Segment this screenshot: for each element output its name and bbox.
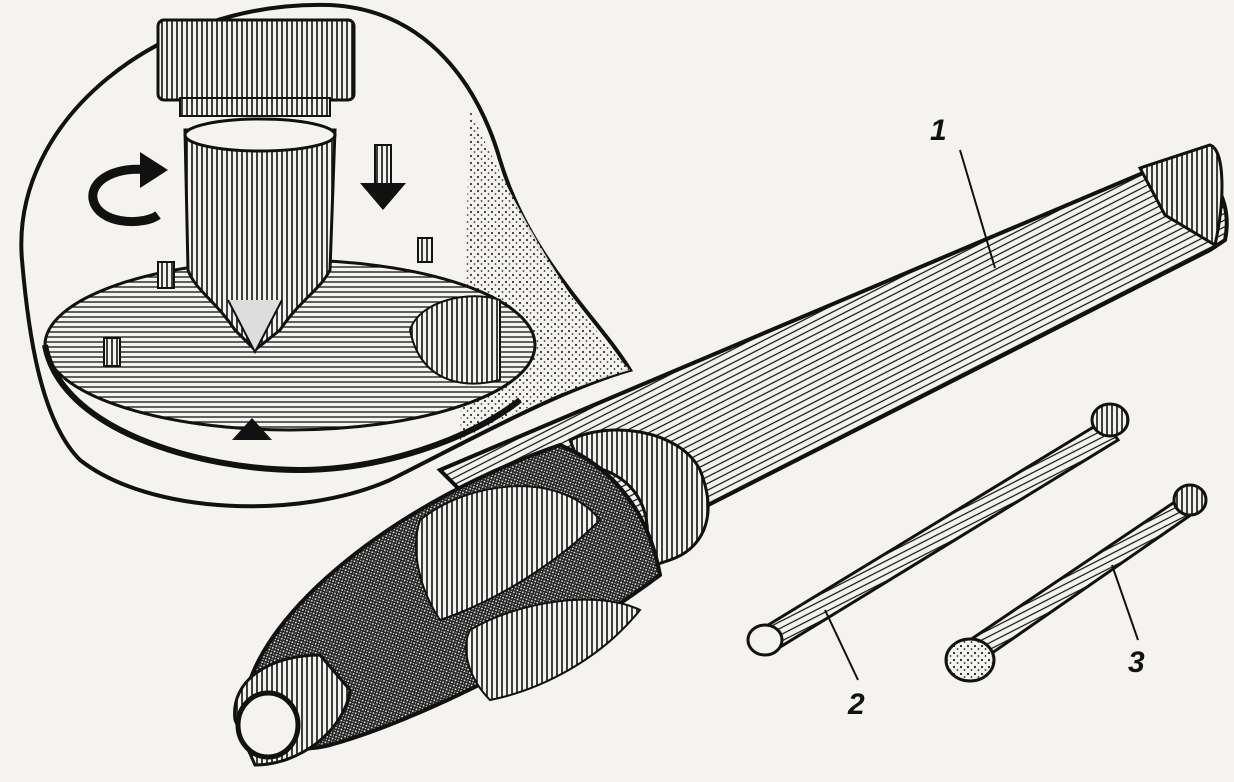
callout-2: 2 [847, 688, 865, 721]
leader-line-3 [1111, 564, 1139, 641]
inset-punch-head [156, 18, 356, 102]
tool-collar [568, 428, 710, 573]
down-arrow-icon [360, 144, 406, 210]
inset-slot [408, 295, 501, 385]
inset-plate-edge [42, 344, 522, 474]
inset-detail [19, 2, 634, 509]
short-rod-knob [1172, 483, 1208, 517]
inset-pin [417, 237, 433, 263]
inset-punch-body [183, 128, 337, 353]
tool-handle-flat [415, 485, 602, 622]
inset-cone-hole [232, 418, 272, 440]
short-rod [944, 483, 1208, 683]
tool-body [233, 143, 1229, 767]
rotate-arrow-icon [88, 152, 168, 227]
long-rod-end [746, 623, 784, 657]
long-rod [746, 402, 1130, 657]
leader-line-1 [959, 149, 996, 269]
inset-pin [157, 261, 175, 289]
short-rod-head [944, 637, 996, 683]
tool-flat-end [1137, 143, 1224, 248]
leader-line-2 [824, 609, 859, 681]
tool-handle-flat [465, 598, 642, 702]
inset-pin [103, 337, 121, 367]
long-rod-head [1090, 402, 1130, 438]
callout-3: 3 [1128, 646, 1145, 679]
tool-bore [235, 690, 301, 760]
callout-1: 1 [930, 114, 947, 147]
